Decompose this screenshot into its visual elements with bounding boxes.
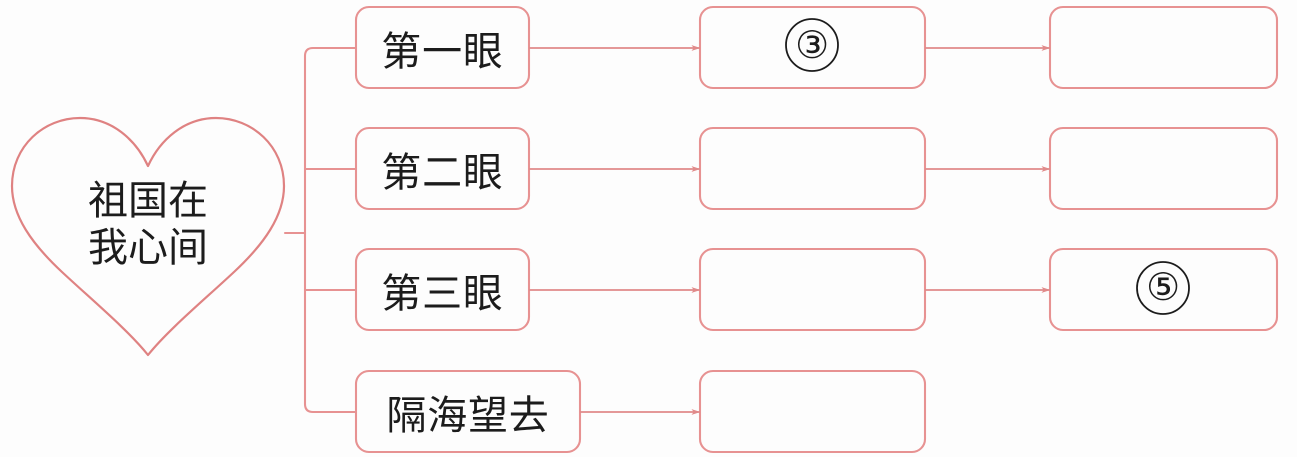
box-row3-col2: [354, 247, 531, 332]
branch-spine: [303, 46, 358, 235]
box-row4-col2: [354, 369, 582, 454]
box-row1-col2: [354, 5, 531, 90]
box-row2-col2: [354, 126, 531, 211]
branch-spine-lower: [303, 231, 358, 414]
circle-ring-5: [1136, 261, 1190, 315]
box-row3-col3: [698, 247, 927, 332]
root-heart-line-1: 祖国在: [88, 178, 208, 223]
box-row4-col3: [698, 369, 927, 454]
root-heart-label: 祖国在 我心间: [38, 160, 258, 290]
heart-shape: [10, 116, 286, 357]
box-row2-col3: [698, 126, 927, 211]
box-row2-col4: [1048, 126, 1279, 211]
circle-ring-3: [785, 18, 839, 72]
root-heart-line-2: 我心间: [88, 226, 208, 270]
box-row1-col4: [1048, 5, 1279, 90]
